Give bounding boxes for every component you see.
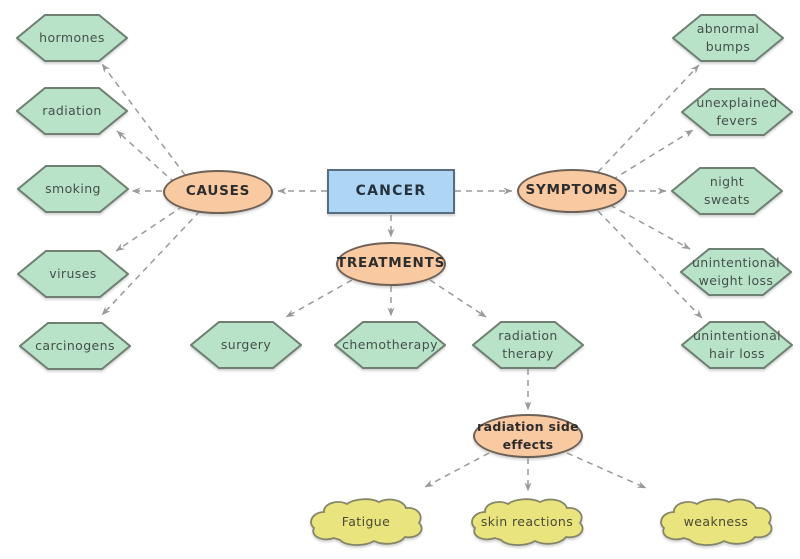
node-carcinogens[interactable]: carcinogens xyxy=(19,322,131,370)
node-radiation-side-effects[interactable]: radiation side effects xyxy=(473,414,583,458)
node-weakness[interactable]: weakness xyxy=(656,497,776,547)
node-radiation[interactable]: radiation xyxy=(16,87,128,135)
node-treatments-label: TREATMENTS xyxy=(336,255,446,272)
node-treatments[interactable]: TREATMENTS xyxy=(336,242,446,286)
node-radiation-therapy[interactable]: radiation therapy xyxy=(472,321,584,369)
node-radiation-therapy-label: radiation therapy xyxy=(498,327,558,361)
node-hormones[interactable]: hormones xyxy=(16,14,128,62)
node-unintentional-weight-loss[interactable]: unintentional weight loss xyxy=(680,248,792,296)
node-cancer-label: CANCER xyxy=(355,183,427,200)
hexagon-shape xyxy=(190,321,302,369)
node-cancer[interactable]: CANCER xyxy=(327,169,455,214)
hexagon-shape xyxy=(680,248,792,296)
node-fatigue-label: Fatigue xyxy=(341,513,391,529)
hexagon-shape xyxy=(681,321,793,369)
node-unexplained-fevers[interactable]: unexplained fevers xyxy=(681,88,793,136)
node-surgery[interactable]: surgery xyxy=(190,321,302,369)
node-chemotherapy-label: chemotherapy xyxy=(342,336,438,352)
node-symptoms[interactable]: SYMPTOMS xyxy=(517,169,627,213)
node-unintentional-hair-loss-label: unintentional hair loss xyxy=(692,327,782,361)
node-weakness-label: weakness xyxy=(683,513,749,529)
node-fatigue[interactable]: Fatigue xyxy=(306,497,426,547)
node-skin-reactions[interactable]: skin reactions xyxy=(467,497,587,547)
node-night-sweats-label: night sweats xyxy=(704,173,750,207)
hexagon-shape xyxy=(672,14,784,62)
hexagon-shape xyxy=(16,14,128,62)
node-smoking-label: smoking xyxy=(45,180,101,196)
node-viruses-label: viruses xyxy=(49,265,97,281)
node-viruses[interactable]: viruses xyxy=(17,250,129,298)
node-skin-reactions-label: skin reactions xyxy=(480,513,574,529)
node-radiation-label: radiation xyxy=(42,102,102,118)
hexagon-shape xyxy=(671,167,783,215)
node-symptoms-label: SYMPTOMS xyxy=(525,182,619,199)
node-abnormal-bumps[interactable]: abnormal bumps xyxy=(672,14,784,62)
hexagon-shape xyxy=(16,87,128,135)
node-causes-label: CAUSES xyxy=(185,183,251,200)
node-carcinogens-label: carcinogens xyxy=(35,337,115,353)
node-night-sweats[interactable]: night sweats xyxy=(671,167,783,215)
node-abnormal-bumps-label: abnormal bumps xyxy=(696,20,760,54)
node-unexplained-fevers-label: unexplained fevers xyxy=(696,94,778,128)
node-radiation-side-effects-label: radiation side effects xyxy=(477,418,579,452)
node-unintentional-hair-loss[interactable]: unintentional hair loss xyxy=(681,321,793,369)
node-chemotherapy[interactable]: chemotherapy xyxy=(334,321,446,369)
node-surgery-label: surgery xyxy=(220,336,272,352)
hexagon-shape xyxy=(472,321,584,369)
hexagon-shape xyxy=(681,88,793,136)
hexagon-shape xyxy=(17,165,129,213)
node-hormones-label: hormones xyxy=(39,29,105,45)
node-causes[interactable]: CAUSES xyxy=(163,170,273,214)
node-unintentional-weight-loss-label: unintentional weight loss xyxy=(691,254,781,288)
cloud-shape xyxy=(310,498,423,546)
node-smoking[interactable]: smoking xyxy=(17,165,129,213)
cloud-shape xyxy=(471,498,584,546)
hexagon-shape xyxy=(334,321,446,369)
cloud-shape xyxy=(660,498,773,546)
hexagon-shape xyxy=(17,250,129,298)
hexagon-shape xyxy=(19,322,131,370)
